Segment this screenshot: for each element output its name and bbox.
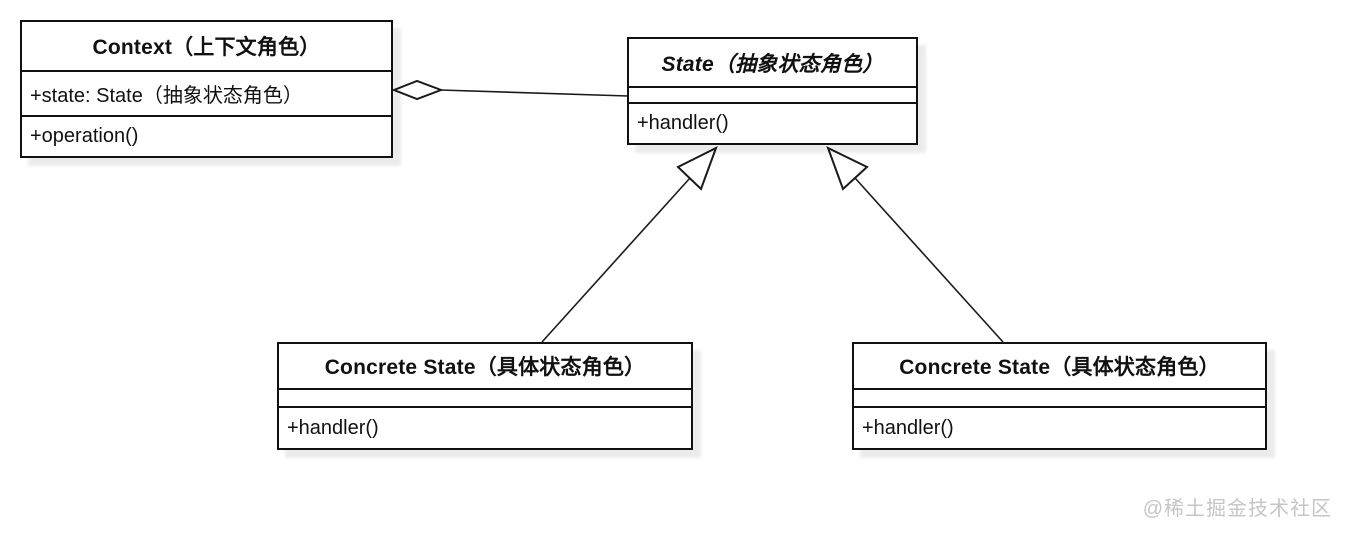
- inheritance-arrow-icon-right: [826, 146, 869, 191]
- class-box-context: Context（上下文角色） +state: State（抽象状态角色） +op…: [20, 20, 393, 158]
- class-title-concrete-state-left: Concrete State（具体状态角色）: [279, 344, 691, 390]
- uml-inheritance-edge-right: [826, 146, 1004, 343]
- class-method-concrete-right-handler: +handler(): [862, 416, 954, 439]
- aggregation-diamond-icon: [391, 79, 444, 101]
- class-attribute-context-state: +state: State（抽象状态角色）: [22, 72, 391, 117]
- inheritance-line-right: [854, 177, 1004, 343]
- class-title-state: State（抽象状态角色）: [629, 39, 916, 88]
- class-attributes-state-empty: [629, 88, 916, 104]
- uml-inheritance-edge-left: [541, 145, 718, 343]
- class-box-state: State（抽象状态角色） +handler(): [627, 37, 918, 145]
- class-method-state-handler: +handler(): [637, 112, 729, 134]
- aggregation-line: [439, 89, 629, 97]
- class-method-concrete-left-handler: +handler(): [287, 416, 379, 439]
- class-box-concrete-state-right: Concrete State（具体状态角色） +handler(): [852, 342, 1267, 450]
- uml-aggregation-edge: [391, 79, 629, 101]
- inheritance-line-left: [541, 177, 691, 343]
- class-box-concrete-state-left: Concrete State（具体状态角色） +handler(): [277, 342, 693, 450]
- class-attributes-concrete-right-empty: [854, 390, 1265, 408]
- inheritance-arrow-icon-left: [676, 145, 718, 191]
- class-attributes-concrete-left-empty: [279, 390, 691, 408]
- class-title-context: Context（上下文角色）: [22, 22, 391, 72]
- class-method-context-operation: +operation(): [30, 125, 139, 147]
- class-title-concrete-state-right: Concrete State（具体状态角色）: [854, 344, 1265, 390]
- watermark: @稀土掘金技术社区: [1142, 498, 1332, 520]
